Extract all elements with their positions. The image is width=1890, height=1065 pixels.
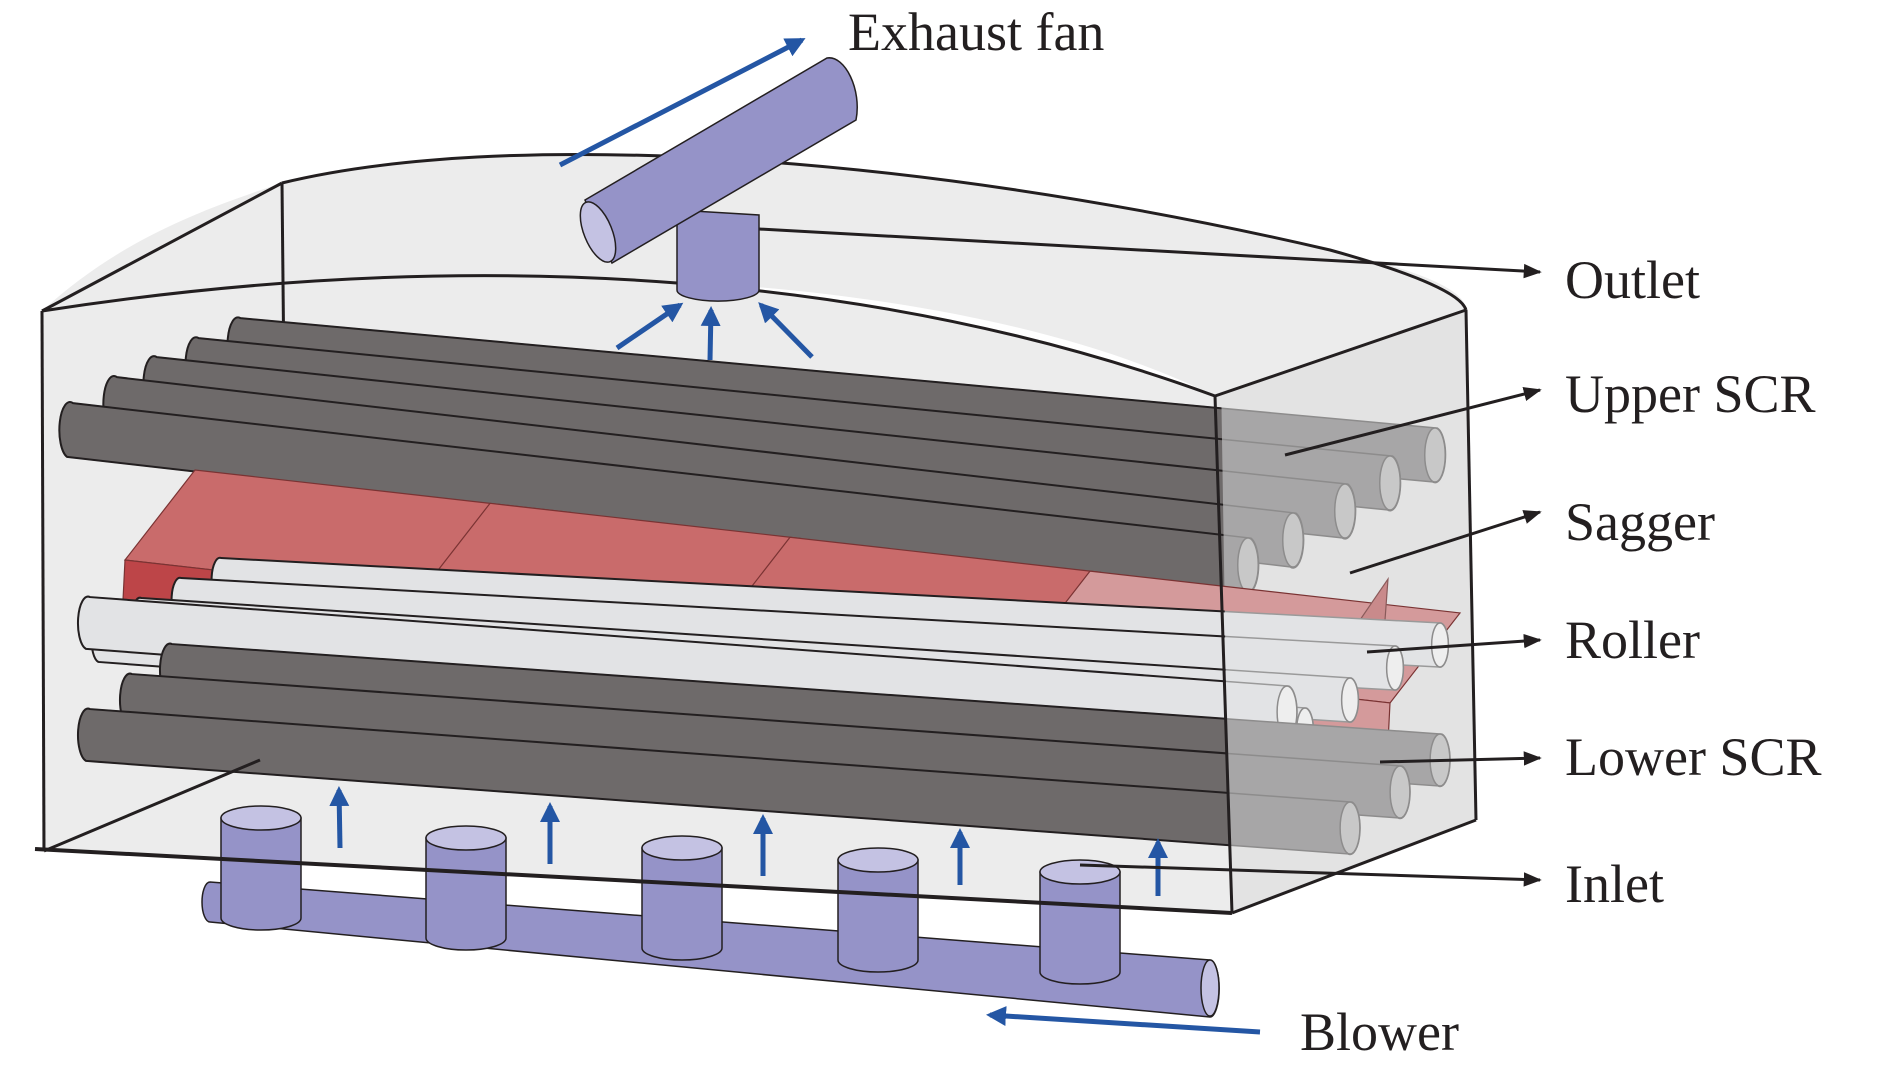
chamber-front-edges — [40, 274, 1478, 915]
nozzle-opening — [641, 835, 723, 861]
inlet-nozzle-1 — [220, 805, 302, 931]
nozzle-opening — [837, 847, 919, 873]
flow-arrows — [329, 37, 1261, 1035]
inlet-nozzle-4 — [837, 847, 919, 973]
nozzle-opening — [220, 805, 302, 831]
exhaust-vertical-pipe — [676, 209, 760, 302]
flow-arrow-3 — [700, 306, 721, 361]
upper-scr-rod-2-end-cap — [1378, 455, 1402, 511]
back-top-arc — [281, 152, 1468, 311]
nozzle-body — [1039, 871, 1121, 985]
back-left-top-edge — [41, 181, 283, 313]
lower-scr-rod-3-end-cap — [1339, 801, 1361, 855]
labels: Exhaust fan Outlet Upper SCR Sagger Roll… — [848, 2, 1822, 1062]
nozzle-opening — [1039, 859, 1121, 885]
nozzle-body — [641, 847, 723, 961]
label-lower-scr: Lower SCR — [1565, 727, 1822, 787]
right-top-edge — [1214, 308, 1467, 398]
roller-3-end-cap — [1340, 677, 1360, 723]
leader-lines — [758, 227, 1542, 887]
nozzle-opening — [425, 825, 507, 851]
label-outlet: Outlet — [1565, 250, 1700, 310]
upper-scr-rod-1-end-cap — [1423, 427, 1447, 483]
roller-group — [76, 556, 1450, 754]
flow-arrow-4 — [758, 302, 814, 359]
front-left-vertical-edge — [40, 310, 46, 852]
flow-arrow-2 — [615, 302, 684, 351]
front-bottom-edge — [34, 847, 1233, 915]
leader-lower-scr — [1379, 751, 1542, 766]
inlet-manifold — [201, 805, 1220, 1018]
right-back-vertical-edge — [1464, 309, 1478, 821]
flow-arrow-5 — [986, 1006, 1261, 1035]
label-upper-scr: Upper SCR — [1565, 364, 1816, 424]
flow-arrow-6 — [329, 786, 350, 849]
label-inlet: Inlet — [1565, 854, 1664, 914]
upper-scr-rod-3-end-cap — [1333, 483, 1357, 539]
lower-scr-group — [76, 642, 1451, 856]
lower-scr-rod-2-end-cap — [1389, 765, 1411, 819]
inlet-nozzle-2 — [425, 825, 507, 951]
exhaust-duct — [579, 57, 858, 302]
lower-scr-rod-3-front-body — [76, 707, 1232, 856]
exhaust-pipe-opening — [579, 201, 617, 263]
nozzle-body — [220, 817, 302, 931]
nozzle-body — [837, 859, 919, 973]
roller-1-end-cap — [1430, 622, 1450, 668]
label-sagger: Sagger — [1565, 492, 1715, 552]
manifold-pipe-end — [1200, 959, 1220, 1017]
flow-arrow-1 — [558, 37, 806, 168]
label-blower: Blower — [1300, 1002, 1459, 1062]
label-roller: Roller — [1565, 610, 1700, 670]
leader-sagger — [1349, 510, 1542, 575]
nozzle-body — [425, 837, 507, 951]
leader-outlet — [758, 227, 1542, 279]
upper-scr-rod-5-front-body — [58, 401, 1232, 594]
leader-upper-scr — [1284, 387, 1542, 457]
right-bottom-edge — [1231, 818, 1477, 915]
inlet-nozzle-3 — [641, 835, 723, 961]
leader-inlet — [1079, 863, 1542, 887]
label-exhaust-fan: Exhaust fan — [848, 2, 1104, 62]
upper-scr-rod-5-end-cap — [1236, 537, 1260, 593]
back-bottom-left-edge — [43, 758, 261, 853]
inlet-nozzle-5 — [1039, 859, 1121, 985]
leader-roller — [1366, 633, 1542, 654]
upper-scr-rod-4-end-cap — [1281, 512, 1305, 568]
front-right-vertical-edge — [1213, 395, 1234, 914]
roller-2-end-cap — [1385, 645, 1405, 691]
exhaust-horizontal-pipe — [584, 57, 858, 265]
upper-scr-group — [58, 316, 1447, 594]
